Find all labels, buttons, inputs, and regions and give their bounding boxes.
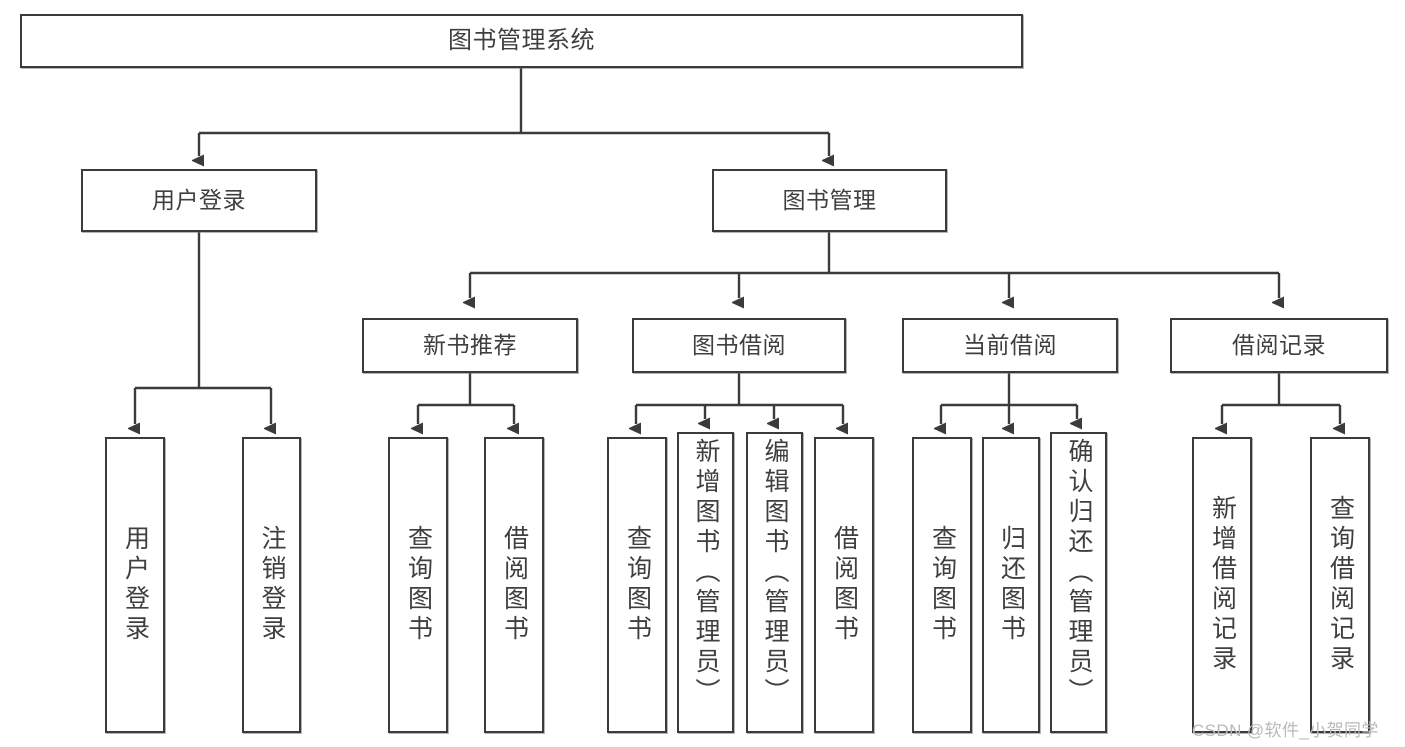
node-new-book-recommend[interactable]: 新书推荐 [362, 318, 578, 373]
node-label: 借阅记录 [1232, 332, 1326, 359]
leaf-query-book-recommend[interactable]: 查询图书 [388, 437, 448, 733]
node-label: 查询图书 [404, 525, 433, 645]
leaf-query-borrow-record[interactable]: 查询借阅记录 [1310, 437, 1370, 733]
node-label: 查询图书 [623, 525, 652, 645]
leaf-add-borrow-record[interactable]: 新增借阅记录 [1192, 437, 1252, 733]
node-label: 当前借阅 [963, 332, 1057, 359]
node-root-system[interactable]: 图书管理系统 [20, 14, 1023, 68]
node-label: 用户登录 [152, 187, 246, 214]
node-label: 注销登录 [258, 525, 286, 645]
node-label: 用户登录 [121, 525, 150, 645]
node-label: 新增图书（管理员） [692, 438, 720, 708]
node-book-borrow[interactable]: 图书借阅 [632, 318, 846, 373]
node-label: 图书管理 [782, 187, 877, 214]
leaf-add-book-admin[interactable]: 新增图书（管理员） [677, 432, 734, 733]
node-label: 确认归还（管理员） [1065, 438, 1093, 708]
node-label: 借阅图书 [500, 525, 529, 645]
node-label: 归还图书 [997, 525, 1026, 645]
leaf-edit-book-admin[interactable]: 编辑图书（管理员） [746, 432, 803, 733]
node-label: 查询图书 [928, 525, 957, 645]
node-label: 图书借阅 [692, 332, 786, 359]
node-user-login[interactable]: 用户登录 [81, 169, 317, 232]
node-label: 图书管理系统 [448, 27, 595, 55]
leaf-borrow-book-recommend[interactable]: 借阅图书 [484, 437, 544, 733]
leaf-user-login[interactable]: 用户登录 [105, 437, 165, 733]
leaf-borrow-book-borrow[interactable]: 借阅图书 [814, 437, 874, 733]
csdn-watermark: CSDN @软件_小贺同学 [1192, 721, 1379, 740]
leaf-logout[interactable]: 注销登录 [242, 437, 301, 733]
node-book-management[interactable]: 图书管理 [712, 169, 947, 232]
node-label: 借阅图书 [830, 525, 859, 645]
node-borrow-record[interactable]: 借阅记录 [1170, 318, 1388, 373]
leaf-query-book-borrow[interactable]: 查询图书 [607, 437, 667, 733]
leaf-confirm-return-admin[interactable]: 确认归还（管理员） [1050, 432, 1107, 733]
node-current-borrow[interactable]: 当前借阅 [902, 318, 1118, 373]
leaf-query-book-current[interactable]: 查询图书 [912, 437, 972, 733]
node-label: 查询借阅记录 [1326, 495, 1355, 675]
node-label: 编辑图书（管理员） [761, 438, 789, 708]
node-label: 新书推荐 [423, 332, 517, 359]
node-label: 新增借阅记录 [1208, 495, 1237, 675]
leaf-return-book[interactable]: 归还图书 [982, 437, 1040, 733]
